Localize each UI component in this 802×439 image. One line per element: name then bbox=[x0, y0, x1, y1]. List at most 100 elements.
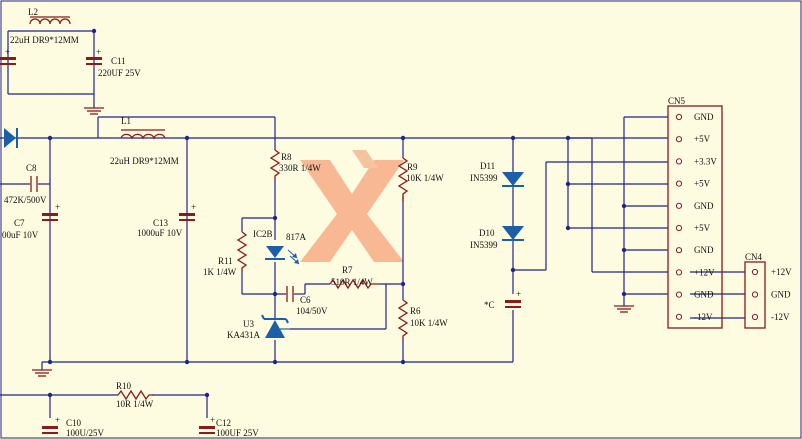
capacitor-top-left bbox=[0, 57, 16, 65]
cx-plus: + bbox=[516, 289, 521, 299]
cn4-pin bbox=[751, 291, 759, 298]
cn5-pin bbox=[675, 291, 683, 298]
cn4-ref: CN4 bbox=[745, 252, 763, 262]
cn5-pin bbox=[675, 158, 683, 165]
resistor-r7 bbox=[329, 278, 380, 290]
cn5-pin-label: +3.3V bbox=[694, 156, 717, 166]
c10-ref: C10 bbox=[66, 418, 82, 428]
c12-plus: + bbox=[210, 415, 215, 425]
c13-ref: C13 bbox=[153, 218, 169, 228]
r11-value: 1K 1/4W bbox=[203, 267, 237, 277]
optocoupler-led-ic2b bbox=[265, 246, 300, 265]
d11-ref: D11 bbox=[480, 161, 495, 171]
cn5-pin bbox=[675, 269, 683, 276]
c11-value: 220UF 25V bbox=[98, 68, 141, 78]
junctions bbox=[47, 28, 627, 398]
capacitor-c8 bbox=[30, 176, 38, 192]
cn5-pin-label: GND bbox=[694, 290, 714, 300]
c13-value: 1000uF 10V bbox=[137, 228, 183, 238]
cn4-pin-label: GND bbox=[771, 290, 791, 300]
diode-rectifier bbox=[4, 128, 18, 148]
c8-ref: C8 bbox=[26, 163, 37, 173]
u3-part: KA431A bbox=[227, 330, 260, 340]
diode-d10 bbox=[502, 226, 524, 241]
ground-symbol-cn5 bbox=[614, 305, 634, 313]
cn5-pin bbox=[675, 202, 683, 209]
r8-ref: R8 bbox=[281, 152, 292, 162]
cn5-pin bbox=[675, 247, 683, 254]
c7-ref: C7 bbox=[14, 218, 25, 228]
capacitor-c10 bbox=[42, 426, 58, 434]
cx-ref: *C bbox=[484, 300, 495, 310]
resistor-r9 bbox=[397, 157, 409, 201]
cn5-pin bbox=[675, 224, 683, 232]
c13-plus: + bbox=[191, 202, 196, 212]
r8-value: 330R 1/4W bbox=[279, 163, 321, 173]
ground-symbol-c11 bbox=[84, 104, 104, 115]
connector-cn4-pins: +12V GND -12V bbox=[751, 267, 792, 322]
d11-part: IN5399 bbox=[470, 173, 498, 183]
l1-value: 22uH DR9*12MM bbox=[110, 156, 179, 166]
l1-ref: L1 bbox=[121, 116, 131, 126]
c11-ref: C11 bbox=[111, 56, 126, 66]
resistor-r8 bbox=[269, 149, 281, 180]
inductor-l1 bbox=[120, 129, 166, 140]
c6-ref: C6 bbox=[300, 295, 311, 305]
cn5-pin-label: GND bbox=[694, 245, 714, 255]
r10-ref: R10 bbox=[116, 381, 132, 391]
cn5-pin-label: +12V bbox=[694, 267, 715, 277]
l2-value: 22uH DR9*12MM bbox=[10, 35, 79, 45]
c10-plus: + bbox=[55, 415, 60, 425]
r6-value: 10K 1/4W bbox=[410, 318, 448, 328]
r9-value: 10K 1/4W bbox=[406, 173, 444, 183]
r11-ref: R11 bbox=[218, 256, 233, 266]
cn5-pin-label: +5V bbox=[694, 223, 711, 233]
cn5-pin-label: GND bbox=[694, 201, 714, 211]
cn5-pin bbox=[675, 136, 683, 143]
c10-value: 100U/25V bbox=[66, 428, 105, 438]
c12-value: 100UF 25V bbox=[216, 428, 259, 438]
cn4-pin bbox=[751, 313, 759, 321]
capacitor-c7 bbox=[42, 213, 58, 221]
watermark-logo bbox=[300, 150, 404, 262]
c11-plus: + bbox=[96, 47, 101, 57]
c8-value: 472K/500V bbox=[4, 195, 47, 205]
capacitor-cx bbox=[505, 300, 521, 308]
wires bbox=[0, 30, 745, 418]
shunt-regulator-u3 bbox=[261, 314, 290, 338]
d10-part: IN5399 bbox=[470, 240, 498, 250]
resistor-r10 bbox=[117, 389, 154, 401]
r9-ref: R9 bbox=[407, 162, 418, 172]
cn5-ref: CN5 bbox=[668, 96, 686, 106]
c7-value: 00uF 10V bbox=[2, 230, 39, 240]
resistor-r6 bbox=[397, 299, 409, 340]
r7-ref: R7 bbox=[342, 265, 353, 275]
resistor-r11 bbox=[236, 231, 248, 272]
cn5-pin-label: GND bbox=[694, 112, 714, 122]
cn5-pin-label: -12V bbox=[694, 312, 713, 322]
r10-value: 10R 1/4W bbox=[116, 399, 154, 409]
cn5-pin bbox=[675, 180, 683, 187]
d10-ref: D10 bbox=[479, 228, 495, 238]
cn4-pin-label: -12V bbox=[771, 312, 790, 322]
r7-value: 510R 1/4W bbox=[331, 277, 373, 287]
cn5-pin bbox=[675, 313, 683, 320]
connector-cn5-body bbox=[667, 105, 723, 329]
capacitor-c6 bbox=[286, 286, 294, 302]
capacitor-c13 bbox=[179, 213, 195, 221]
cn4-pin-label: +12V bbox=[771, 267, 792, 277]
connector-cn4-body bbox=[744, 261, 766, 329]
cn4-pin bbox=[751, 268, 759, 276]
c12-ref: C12 bbox=[216, 418, 231, 428]
ic2b-part: 817A bbox=[286, 232, 307, 242]
c7-plus: + bbox=[55, 202, 60, 212]
ic2b-ref: IC2B bbox=[253, 229, 273, 239]
ground-symbol-main bbox=[32, 362, 52, 377]
inductor-l2 bbox=[29, 16, 71, 25]
u3-ref: U3 bbox=[243, 319, 254, 329]
c6-value: 104/50V bbox=[296, 306, 328, 316]
cn5-pin-label: +5V bbox=[694, 179, 711, 189]
